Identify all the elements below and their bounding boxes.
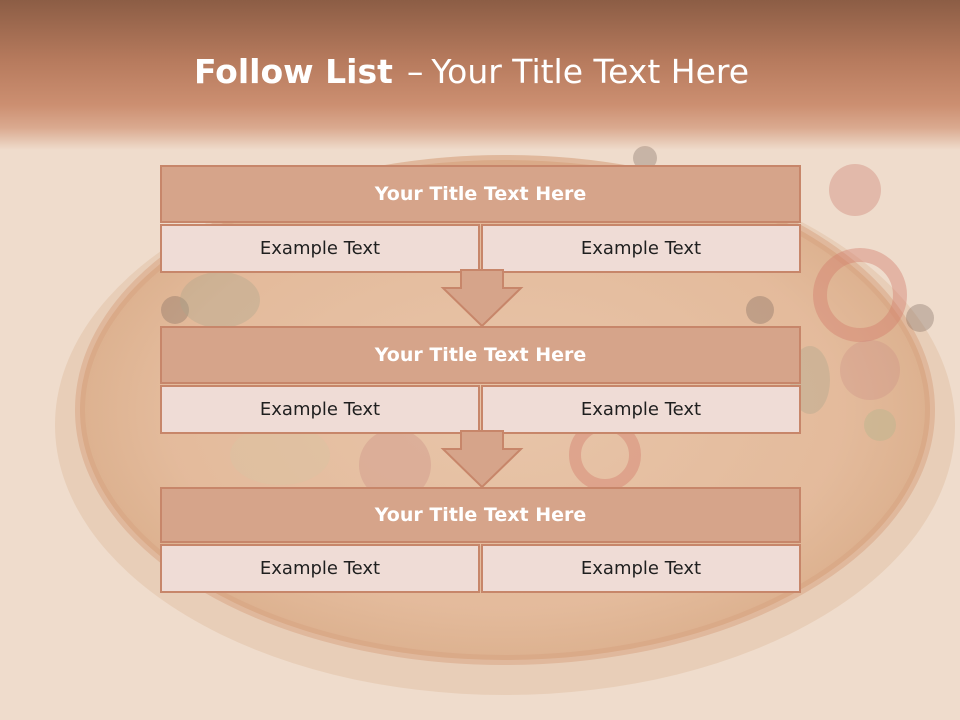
slide-title-bold: Follow List (193, 52, 393, 91)
block-title: Your Title Text Here (160, 487, 801, 543)
list-block-1: Your Title Text Here Example Text Exampl… (160, 165, 801, 273)
slide-title-separator: – (406, 52, 424, 91)
block-row: Example Text Example Text (160, 224, 801, 273)
slide-title-rest: Your Title Text Here (431, 52, 750, 91)
block-title: Your Title Text Here (160, 326, 801, 384)
block-cell-right: Example Text (481, 224, 801, 273)
block-cell-left: Example Text (160, 224, 480, 273)
list-block-3: Your Title Text Here Example Text Exampl… (160, 487, 801, 593)
block-title: Your Title Text Here (160, 165, 801, 223)
slide-title: Follow List–Your Title Text Here (0, 52, 943, 91)
block-cell-left: Example Text (160, 385, 480, 434)
block-cell-right: Example Text (481, 385, 801, 434)
block-row: Example Text Example Text (160, 385, 801, 434)
block-cell-left: Example Text (160, 544, 480, 593)
header-band (0, 0, 960, 150)
down-arrow-icon (440, 269, 524, 328)
list-block-2: Your Title Text Here Example Text Exampl… (160, 326, 801, 434)
block-row: Example Text Example Text (160, 544, 801, 593)
down-arrow-icon (440, 430, 524, 489)
block-cell-right: Example Text (481, 544, 801, 593)
